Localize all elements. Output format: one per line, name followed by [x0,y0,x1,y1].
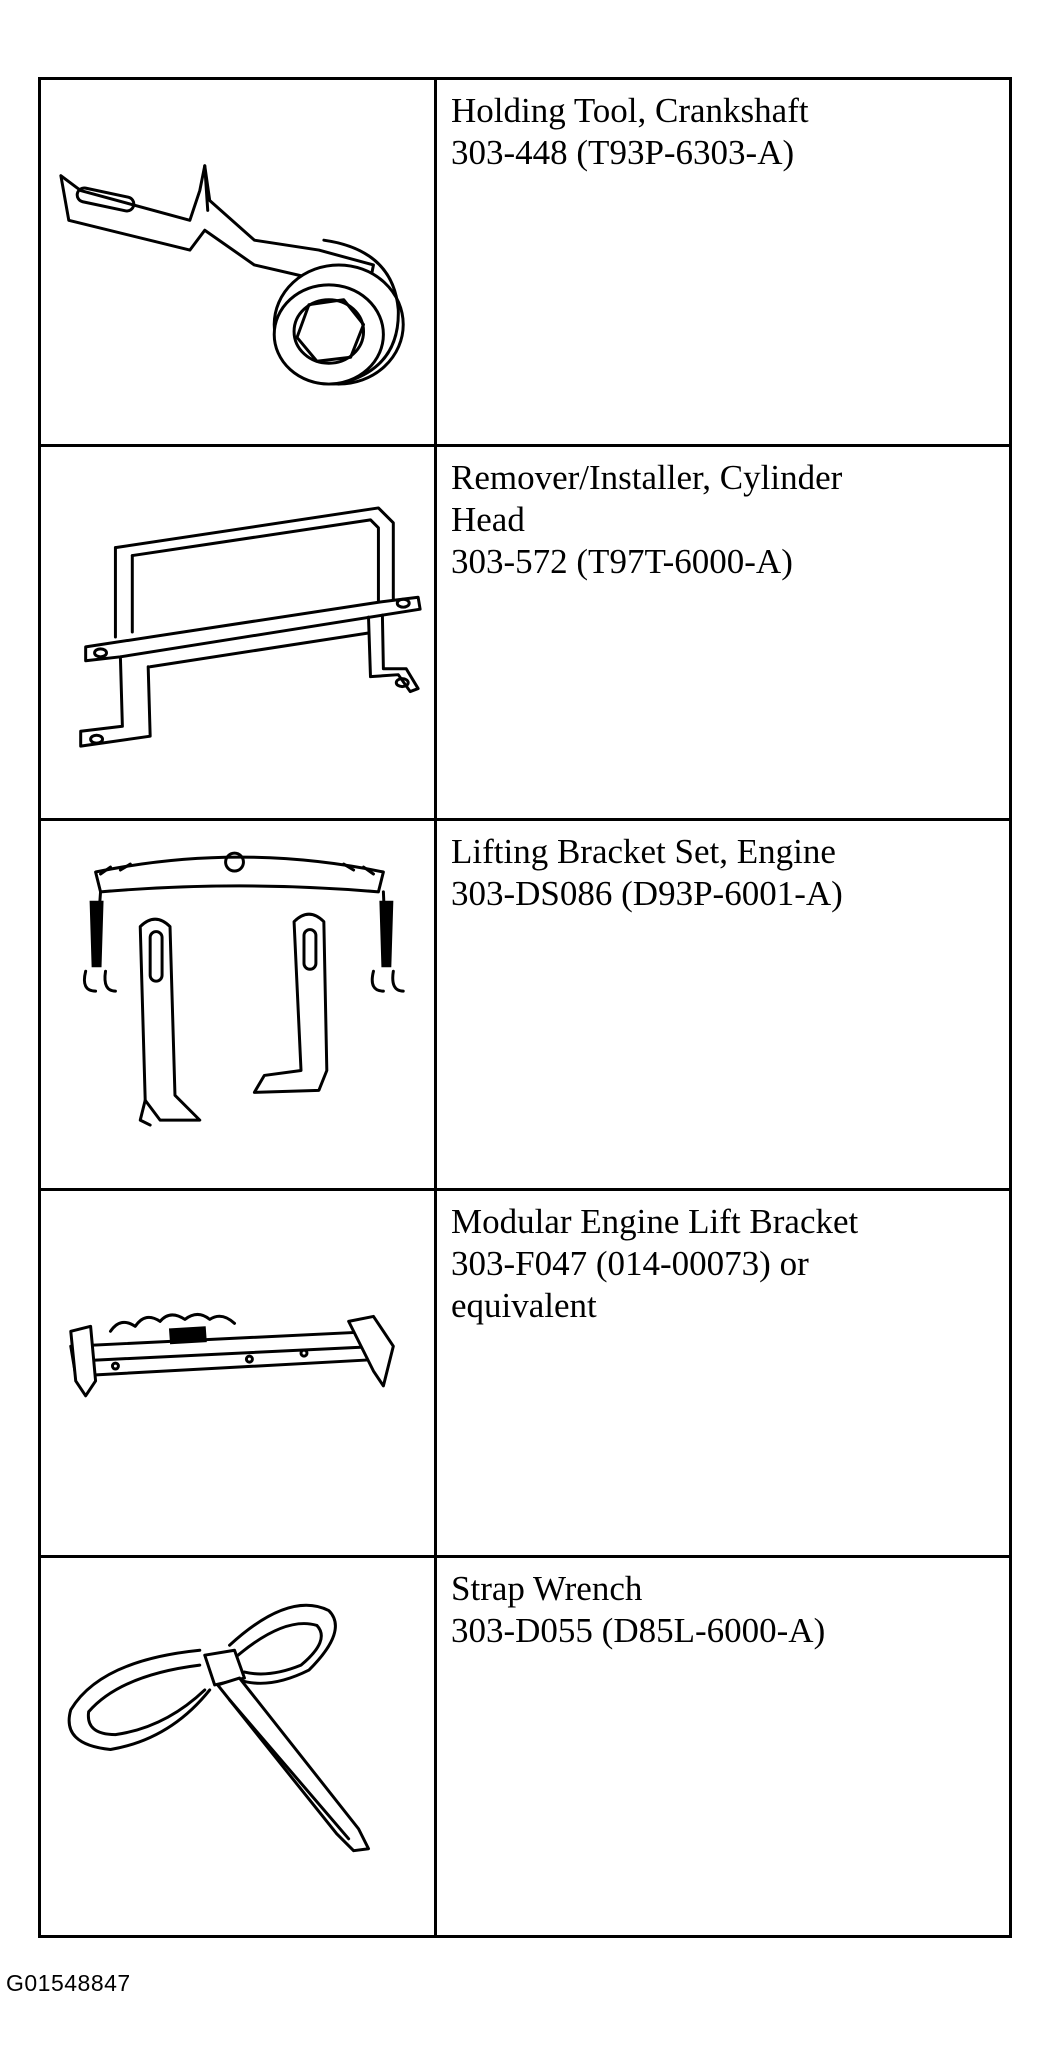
tool-name: Modular Engine Lift Bracket [451,1202,859,1241]
special-tools-table: Holding Tool, Crankshaft 303-448 (T93P-6… [38,77,1012,1938]
tool-row-strap-wrench: Strap Wrench 303-D055 (D85L-6000-A) [41,1558,1009,1935]
description-cell: Holding Tool, Crankshaft 303-448 (T93P-6… [437,80,1009,444]
cylinder-head-remover-icon [79,506,422,748]
tool-part-number: 303-DS086 (D93P-6001-A) [451,874,843,913]
description-cell: Remover/Installer, Cylinder Head 303-572… [437,447,1009,818]
illustration-cell [41,80,437,444]
tool-name-continued: Head [451,500,525,539]
description-cell: Lifting Bracket Set, Engine 303-DS086 (D… [437,821,1009,1188]
figure-id: G01548847 [6,1970,131,1996]
tool-part-number-note: equivalent [451,1286,597,1325]
tool-row-engine-lifting-bracket-set: Lifting Bracket Set, Engine 303-DS086 (D… [41,821,1009,1191]
tool-part-number: 303-D055 (D85L-6000-A) [451,1611,826,1650]
illustration-cell [41,1191,437,1555]
tool-part-number: 303-448 (T93P-6303-A) [451,133,795,172]
tool-name: Holding Tool, Crankshaft [451,91,809,130]
tool-row-modular-engine-lift-bracket: Modular Engine Lift Bracket 303-F047 (01… [41,1191,1009,1558]
modular-engine-lift-bracket-icon [69,1312,395,1398]
illustration-cell [41,1558,437,1935]
strap-wrench-icon [67,1603,370,1853]
tool-row-cylinder-head-remover-installer: Remover/Installer, Cylinder Head 303-572… [41,447,1009,821]
tool-part-number: 303-F047 (014-00073) or [451,1244,809,1283]
crankshaft-holding-tool-icon [59,164,405,386]
tool-row-crankshaft-holding-tool: Holding Tool, Crankshaft 303-448 (T93P-6… [41,80,1009,447]
tool-name: Remover/Installer, Cylinder [451,458,843,497]
tool-name: Lifting Bracket Set, Engine [451,832,836,871]
illustration-cell [41,821,437,1188]
illustration-cell [41,447,437,818]
description-cell: Strap Wrench 303-D055 (D85L-6000-A) [437,1558,1009,1935]
engine-lifting-bracket-set-icon [82,851,405,1127]
tool-name: Strap Wrench [451,1569,643,1608]
tool-part-number: 303-572 (T97T-6000-A) [451,542,793,581]
description-cell: Modular Engine Lift Bracket 303-F047 (01… [437,1191,1009,1555]
